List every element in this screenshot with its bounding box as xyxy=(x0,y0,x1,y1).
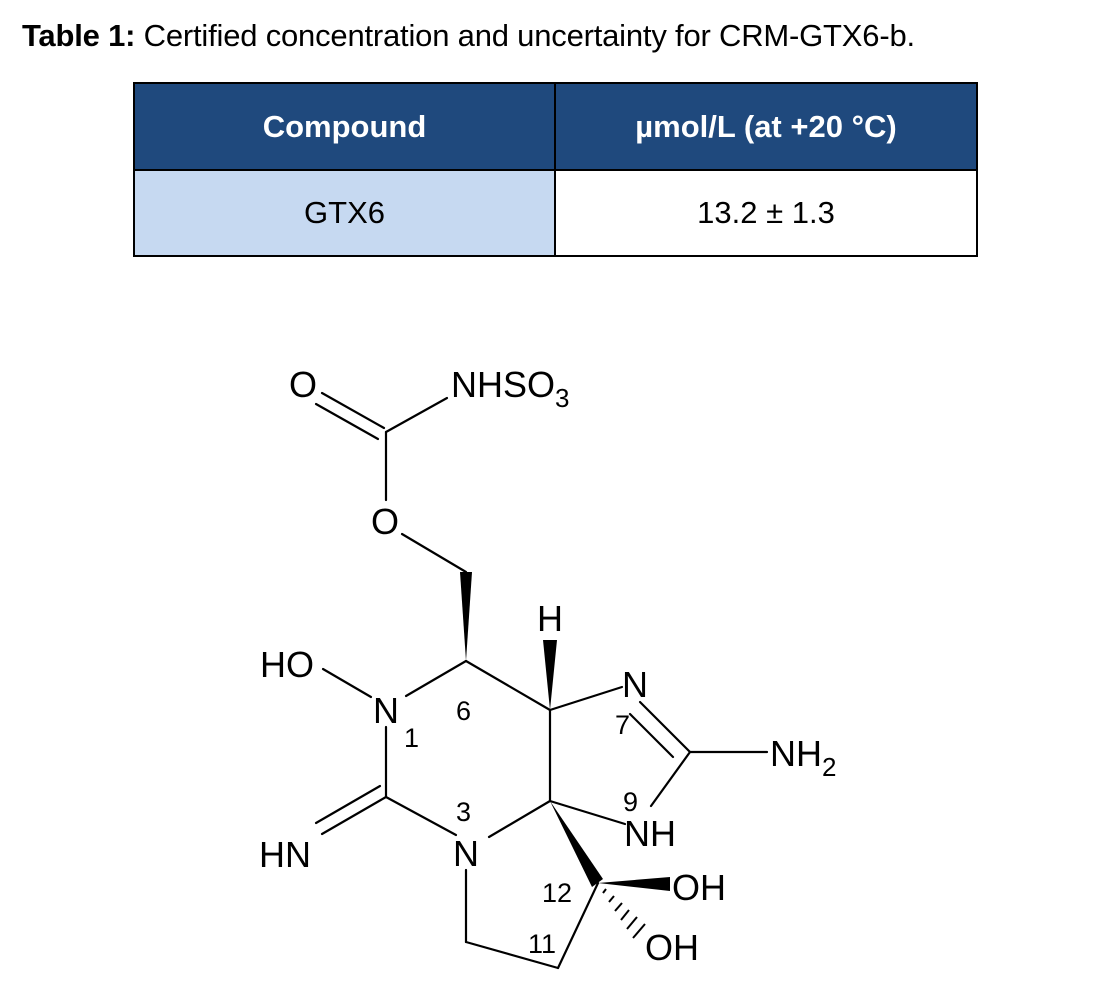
structure-bonds xyxy=(314,391,769,970)
atom-ho: HO xyxy=(260,644,314,685)
bond-c10-c11 xyxy=(464,940,560,970)
position-6-label: 6 xyxy=(456,696,471,726)
bond-o-ch2 xyxy=(400,532,468,574)
bond-carbonyl-2 xyxy=(314,402,380,441)
bond-c8-n9 xyxy=(649,750,692,808)
caption-label: Table 1: xyxy=(22,18,136,53)
atom-n3: N xyxy=(453,833,479,874)
bond-c4-n3 xyxy=(487,799,552,839)
wedge-c12-oh xyxy=(598,877,670,891)
atom-n1: N xyxy=(373,690,399,731)
bond-n7-c8-1 xyxy=(638,700,692,754)
structure-wedges xyxy=(460,572,670,891)
header-concentration: µmol/L (at +20 °C) xyxy=(554,82,978,171)
atom-hn: HN xyxy=(259,834,311,875)
bond-n1-c6 xyxy=(404,659,468,698)
bond-c2-hn-2 xyxy=(314,784,382,825)
wedge-c6-ch2 xyxy=(460,572,472,661)
bond-c11-c12 xyxy=(556,881,600,970)
atom-oh-upper: OH xyxy=(672,867,726,908)
wedge-c5-h xyxy=(543,640,557,710)
bond-carbonyl-1 xyxy=(320,391,386,430)
position-3-label: 3 xyxy=(456,797,471,827)
bond-n7-c8-2 xyxy=(628,712,675,759)
caption-text: Certified concentration and uncertainty … xyxy=(143,18,915,53)
table-row: GTX6 13.2 ± 1.3 xyxy=(133,169,978,257)
cell-compound: GTX6 xyxy=(133,169,556,257)
bond-n9-c4 xyxy=(548,799,627,826)
position-12-label: 12 xyxy=(542,878,572,908)
position-11-label: 11 xyxy=(528,929,556,959)
position-9-label: 9 xyxy=(623,787,638,817)
header-compound: Compound xyxy=(133,82,556,171)
atom-oh-lower: OH xyxy=(645,927,699,968)
wedge-c4-c12 xyxy=(550,801,603,887)
position-7-label: 7 xyxy=(615,710,630,740)
bond-c5-n7 xyxy=(548,685,624,712)
table-caption: Table 1: Certified concentration and unc… xyxy=(22,18,915,54)
bond-n3-c2 xyxy=(384,795,458,837)
certified-concentration-table: Compound µmol/L (at +20 °C) GTX6 13.2 ± … xyxy=(133,82,978,257)
hashed-bond-c12-oh xyxy=(602,888,646,939)
bond-c-nh xyxy=(384,396,449,434)
table-header-row: Compound µmol/L (at +20 °C) xyxy=(133,82,978,171)
position-1-label: 1 xyxy=(404,723,419,753)
cell-concentration: 13.2 ± 1.3 xyxy=(554,169,978,257)
atom-nhso3: NHSO3 xyxy=(451,364,569,413)
bond-c2-hn-1 xyxy=(320,795,388,836)
atom-carbonyl-o: O xyxy=(289,364,317,405)
atom-n7: N xyxy=(622,664,648,705)
bond-ho-n1 xyxy=(321,667,373,699)
atom-nh9: NH xyxy=(624,813,676,854)
atom-nh2: NH2 xyxy=(770,733,836,782)
atom-h: H xyxy=(537,598,563,639)
bond-c6-c5 xyxy=(464,659,552,712)
atom-ester-o: O xyxy=(371,501,399,542)
